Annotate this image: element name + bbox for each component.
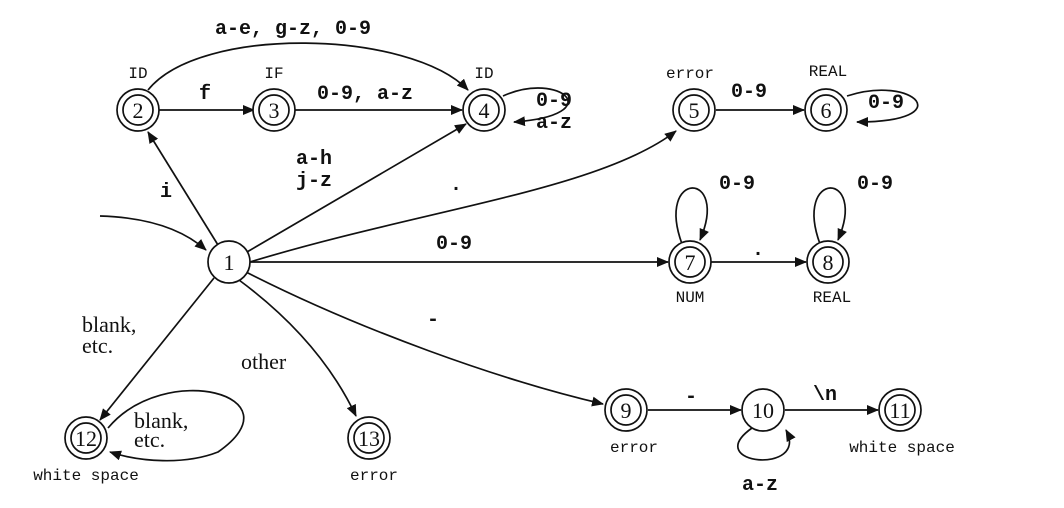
edge-label-1-12b: etc. [82, 333, 113, 358]
state-12: 12 white space [33, 416, 139, 485]
svg-text:4: 4 [479, 98, 490, 123]
edge-label-2-3: f [199, 83, 211, 106]
edge-label-5-6: 0-9 [731, 81, 767, 104]
state-13: 13 error [347, 416, 398, 485]
svg-text:7: 7 [685, 250, 696, 275]
edge-label-8-8: 0-9 [857, 173, 893, 196]
edge-label-2-4: a-e, g-z, 0-9 [215, 18, 371, 41]
svg-text:1: 1 [224, 250, 235, 275]
edge-4-4 [502, 87, 569, 127]
state-9-label: error [610, 439, 658, 457]
edge-label-4-4b: a-z [536, 112, 572, 135]
edge-label-3-4: 0-9, a-z [317, 83, 413, 106]
state-1: 1 [207, 240, 251, 284]
state-6: 6 REAL [804, 63, 848, 132]
state-11-label: white space [849, 439, 955, 457]
svg-text:13: 13 [358, 426, 380, 451]
state-5-label: error [666, 65, 714, 83]
edge-label-12-12b: etc. [134, 427, 165, 452]
state-5: 5 error [666, 65, 716, 132]
edge-1-13 [238, 279, 357, 417]
edge-label-1-7: 0-9 [436, 233, 472, 256]
state-8: 8 REAL [806, 240, 851, 307]
edge-label-1-2: i [160, 181, 172, 204]
edge-label-1-9: - [427, 309, 439, 332]
svg-text:9: 9 [621, 398, 632, 423]
edge-2-4 [147, 42, 469, 91]
svg-text:11: 11 [889, 398, 910, 423]
edge-label-4-4a: 0-9 [536, 90, 572, 113]
state-7: 7 NUM [668, 240, 712, 307]
state-8-label: REAL [813, 289, 851, 307]
edge-label-7-8: . [752, 239, 764, 262]
state-9: 9 error [604, 388, 658, 457]
svg-text:10: 10 [752, 398, 774, 423]
edge-1-12 [99, 277, 215, 421]
edge-1-4 [246, 123, 467, 253]
svg-text:8: 8 [823, 250, 834, 275]
state-2-label: ID [128, 65, 147, 83]
edge-8-8 [813, 187, 847, 245]
edge-7-7 [675, 187, 709, 245]
state-6-label: REAL [809, 63, 847, 81]
edge-12-12 [107, 389, 245, 462]
svg-text:5: 5 [689, 98, 700, 123]
start-arrow [99, 215, 207, 251]
edge-1-5 [249, 130, 677, 263]
svg-text:3: 3 [269, 98, 280, 123]
edge-label-1-4b: j-z [296, 170, 332, 193]
state-3-label: IF [264, 65, 283, 83]
edge-label-1-13: other [241, 349, 287, 374]
state-7-label: NUM [676, 289, 705, 307]
edge-label-1-4a: a-h [296, 148, 332, 171]
state-4: 4 ID [462, 65, 506, 132]
state-12-label: white space [33, 467, 139, 485]
edge-label-10-11: \n [813, 384, 837, 407]
edge-label-12-12a: blank, [134, 408, 188, 433]
svg-text:6: 6 [821, 98, 832, 123]
state-10: 10 [741, 388, 785, 432]
edge-10-10 [737, 427, 796, 461]
edge-label-10-10: a-z [742, 474, 778, 497]
svg-text:2: 2 [133, 98, 144, 123]
edge-label-9-10: - [685, 386, 697, 409]
edge-1-2 [147, 131, 219, 246]
edge-label-7-7: 0-9 [719, 173, 755, 196]
state-13-label: error [350, 467, 398, 485]
edge-label-1-12a: blank, [82, 312, 136, 337]
svg-text:12: 12 [75, 426, 97, 451]
state-3: 3 IF [252, 65, 296, 132]
state-2: 2 ID [116, 65, 160, 132]
edge-label-1-5: . [450, 174, 462, 197]
edge-1-9 [245, 271, 604, 407]
state-11: 11 white space [849, 388, 955, 457]
state-4-label: ID [474, 65, 493, 83]
edge-label-6-6: 0-9 [868, 92, 904, 115]
edge-6-6 [846, 89, 919, 127]
